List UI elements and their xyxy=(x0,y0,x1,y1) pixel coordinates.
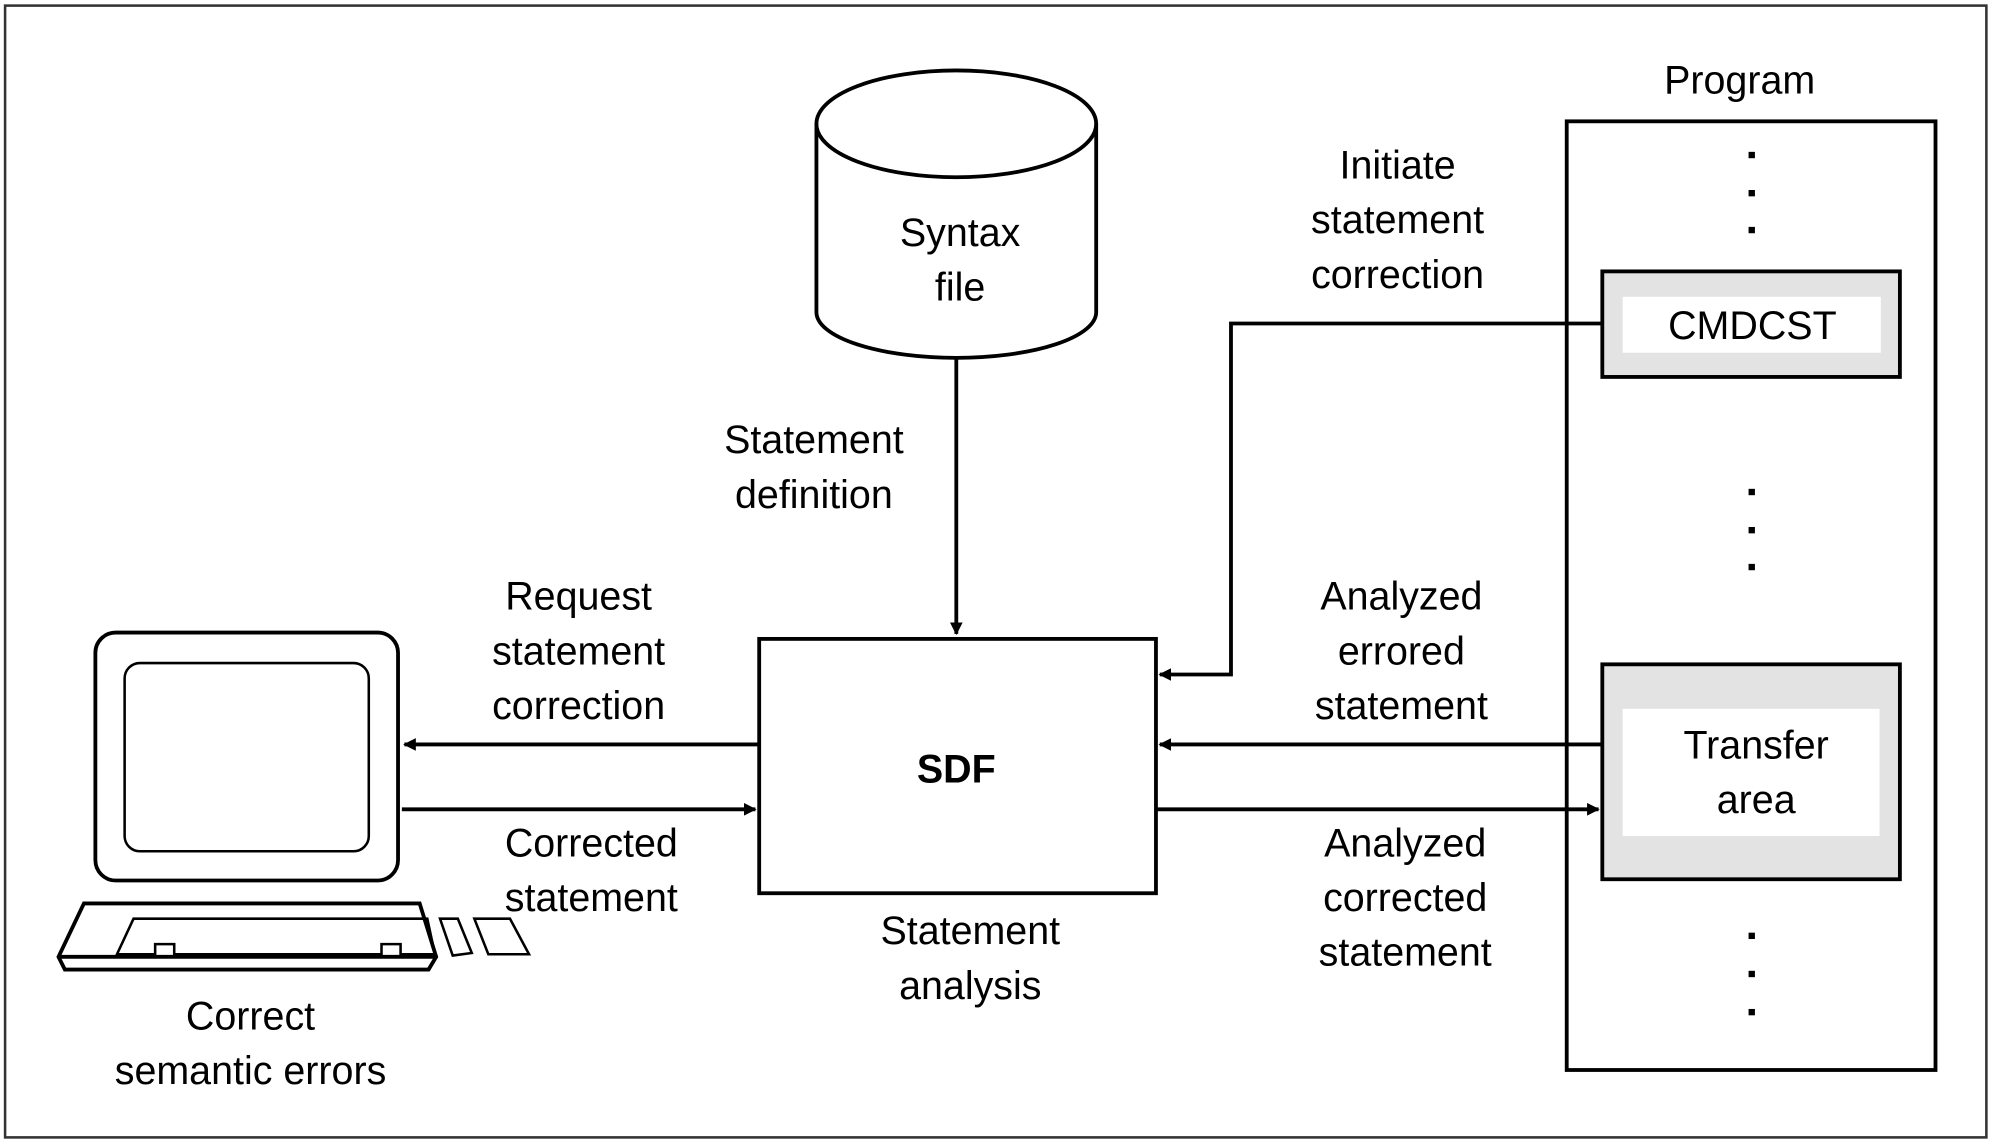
syntax-file-cylinder: Syntax file xyxy=(814,68,1099,360)
label-initiate-2: statement xyxy=(1311,198,1484,242)
label-errored-2: errored xyxy=(1338,629,1465,673)
label-statement-definition-1: Statement xyxy=(724,418,904,462)
ellipsis-dots-middle xyxy=(1748,488,1755,571)
label-corrected-1: Corrected xyxy=(505,821,678,865)
cmdcst-label: CMDCST xyxy=(1668,304,1837,348)
label-request-2: statement xyxy=(492,629,665,673)
label-ac-3: statement xyxy=(1319,931,1492,975)
sdf-caption-2: analysis xyxy=(899,964,1041,1008)
computer-terminal-icon xyxy=(56,630,532,972)
cmdcst-inner xyxy=(1622,296,1881,353)
label-request-3: correction xyxy=(492,684,665,728)
terminal-caption-1: Correct xyxy=(186,994,315,1038)
syntax-file-label-2: file xyxy=(935,266,985,310)
transfer-area-inner xyxy=(1622,708,1880,837)
program-title: Program xyxy=(1664,58,1815,102)
terminal-caption-2: semantic errors xyxy=(115,1049,387,1093)
transfer-area-label-2: area xyxy=(1717,778,1796,822)
label-request-1: Request xyxy=(505,575,652,619)
ellipsis-dots-bottom xyxy=(1748,932,1755,1016)
sdf-box xyxy=(757,636,1158,896)
label-errored-3: statement xyxy=(1315,684,1488,728)
transfer-area-label-1: Transfer xyxy=(1684,723,1829,767)
program-box xyxy=(1564,119,1938,1072)
label-errored-1: Analyzed xyxy=(1320,575,1482,619)
label-corrected-2: statement xyxy=(505,876,678,920)
sdf-caption-1: Statement xyxy=(880,909,1060,953)
label-initiate-3: correction xyxy=(1311,253,1484,297)
sdf-label: SDF xyxy=(917,748,996,792)
label-statement-definition-2: definition xyxy=(735,473,893,517)
arrow-initiate-correction xyxy=(1158,321,1603,681)
ellipsis-dots-top xyxy=(1748,151,1755,234)
outer-frame xyxy=(3,4,1988,1139)
label-initiate-1: Initiate xyxy=(1340,144,1456,188)
label-ac-2: corrected xyxy=(1323,876,1487,920)
label-ac-1: Analyzed xyxy=(1324,821,1486,865)
syntax-file-label-1: Syntax xyxy=(900,211,1021,255)
